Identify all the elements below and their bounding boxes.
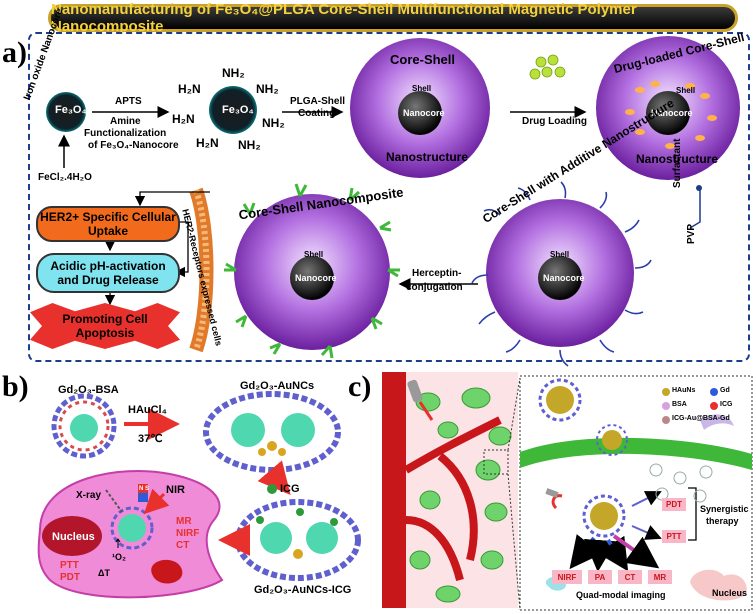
ptt-label-b: PTT (60, 560, 79, 571)
additive-nanocore (538, 256, 582, 300)
h2n-left-top: H₂N (178, 82, 201, 96)
nucleus-c (690, 569, 747, 601)
shell-label-3: Shell (550, 250, 570, 259)
icg-dot (267, 484, 277, 494)
shell-label-4: Shell (304, 250, 324, 259)
legend-hauns: HAuNs (672, 387, 696, 394)
shell-label-2: Shell (676, 86, 696, 95)
temp-label: 37℃ (138, 433, 163, 445)
mr-label-b: MR (176, 516, 192, 527)
gd2o3-aunc-icg-label: Gd₂O₃-AuNCs-ICG (254, 584, 352, 596)
nirf-label-b: NIRF (176, 528, 200, 539)
internalized-particle (590, 502, 618, 530)
therapy-label: therapy (706, 516, 739, 526)
nir-label-b: NIR (166, 484, 185, 496)
pdt-badge: PDT (662, 498, 686, 511)
h2n-left: H₂N (172, 112, 195, 126)
gd2o3-aunc-label: Gd₂O₃-AuNCs (240, 380, 315, 392)
legend-icg: ICG (720, 401, 733, 408)
of-nanocore-label: of Fe₃O₄-Nanocore (88, 140, 179, 151)
additive-chains (471, 181, 652, 367)
drug-pellets (529, 54, 566, 80)
herceptin-label: Herceptin- (412, 268, 462, 279)
haucl4-label: HAuCl₄ (128, 404, 167, 416)
nucleus (42, 516, 102, 556)
mr-badge: MR (648, 570, 672, 584)
core-shell-nanocore (398, 91, 442, 135)
apoptosis-box: Promoting Cell Apoptosis (30, 303, 180, 349)
ct-badge: CT (618, 570, 642, 584)
nanocore-label-4: Nanocore (295, 273, 337, 283)
nanostructure-label-2: Nanostructure (636, 152, 719, 166)
drug-loading-label: Drug Loading (522, 116, 587, 127)
nucleus-label-b: Nucleus (52, 531, 95, 543)
laser-icon (407, 379, 423, 403)
figure-title: Nanomanufacturing of Fe₃O₄@PLGA Core-She… (48, 1, 738, 35)
h2n-bottom: H₂N (196, 136, 219, 150)
nanostructure-label-1: Nanostructure (386, 150, 469, 164)
acidic-release-box: Acidic pH-activation and Drug Release (36, 253, 180, 293)
nanocore-label-3: Nanocore (543, 273, 585, 283)
nh2-top: NH₂ (222, 66, 245, 80)
apts-label: APTS (115, 96, 142, 107)
nanocomposite-nanocore (290, 256, 334, 300)
panel-label-a: a) (2, 36, 27, 69)
ptt-badge: PTT (662, 530, 686, 543)
legend-bsa: BSA (672, 401, 687, 408)
her2-uptake-box: HER2+ Specific Cellular Uptake (36, 206, 180, 242)
o2-label-b: ¹O₂ (112, 552, 126, 562)
magnet-label: N S (139, 486, 150, 492)
gd2o3-bsa-label: Gd₂O₃-BSA (58, 384, 119, 396)
nanocore-label-2: Nanocore (651, 108, 693, 118)
cell-particle (118, 514, 146, 542)
nirf-badge: NIRF (552, 570, 582, 584)
core-shell-label: Core-Shell (390, 52, 456, 67)
amine-label: Amine (110, 116, 141, 127)
nh2-right: NH₂ (262, 116, 285, 130)
fe3o4-center-label: Fe₃O₄ (222, 104, 254, 116)
xray-label: X-ray (76, 490, 102, 501)
pdt-label-b: PDT (60, 572, 80, 583)
functionalization-label: Functionalization (84, 128, 167, 139)
ct-label-b: CT (176, 540, 190, 551)
nucleus-label-c: Nucleus (712, 588, 748, 598)
gd2o3-bsa-particle (51, 393, 117, 459)
legend-gd: Gd (720, 387, 730, 394)
cell-membrane-c (520, 437, 752, 470)
antibodies (224, 183, 400, 359)
haun-particle (546, 386, 574, 414)
tissue-cells (409, 387, 512, 603)
panel-label-b: b) (2, 370, 29, 403)
coating-label: Coating (298, 108, 336, 119)
fe3o4-label: Fe₃O₄ (55, 104, 87, 116)
pa-badge: PA (588, 570, 612, 584)
amine-core (209, 86, 257, 134)
icg-label: ICG (280, 483, 300, 495)
quad-label: Quad-modal imaging (576, 590, 666, 600)
legend-icg-au-bsa-gd: ICG-Au@BSA-Gd (672, 415, 730, 422)
fe3o4-core (46, 92, 86, 132)
nanocore-label-1: Nanocore (403, 108, 445, 118)
drug-dots (625, 81, 717, 149)
synergistic-label: Synergistic (700, 504, 749, 514)
mitochondrion (151, 559, 183, 584)
dt-label-b: ΔT (98, 568, 110, 578)
vessel-branches (403, 416, 502, 581)
nh2-right-top: NH₂ (256, 82, 279, 96)
conjugation-label: conjugation (406, 282, 463, 293)
blood-vessel (382, 372, 406, 608)
shell-label-1: Shell (412, 84, 432, 93)
plga-shell-label: PLGA-Shell (290, 96, 346, 107)
panel-a-frame (28, 32, 750, 362)
fecl2-label: FeCl₂.4H₂O (38, 172, 92, 183)
nh2-bottom: NH₂ (238, 138, 261, 152)
panel-label-c: c) (348, 370, 372, 403)
drug-loaded-nanocore (646, 91, 690, 135)
